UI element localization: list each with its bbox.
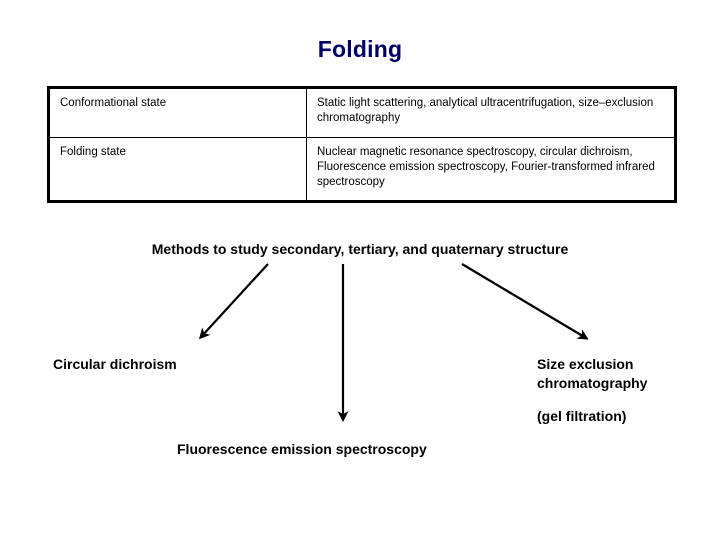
table-cell-methods: Static light scattering, analytical ultr… xyxy=(306,87,676,138)
table-cell-methods: Nuclear magnetic resonance spectroscopy,… xyxy=(306,137,676,202)
label-circular-dichroism: Circular dichroism xyxy=(53,356,177,372)
arrow-to-circular-dichroism-icon xyxy=(198,263,269,340)
arrow-to-size-exclusion-icon xyxy=(461,263,589,340)
label-size-exclusion: Size exclusion chromatography xyxy=(537,355,717,393)
page-title: Folding xyxy=(317,36,403,62)
table-cell-state: Conformational state xyxy=(48,87,307,138)
label-size-exclusion-line2: chromatography xyxy=(537,374,648,391)
label-fluorescence-emission-spectroscopy: Fluorescence emission spectroscopy xyxy=(177,441,427,457)
table-cell-state: Folding state xyxy=(48,137,307,202)
label-size-exclusion-line1: Size exclusion xyxy=(537,356,634,372)
table-row: Conformational state Static light scatte… xyxy=(48,87,676,138)
table-row: Folding state Nuclear magnetic resonance… xyxy=(48,137,676,202)
methods-table: Conformational state Static light scatte… xyxy=(47,86,677,203)
label-gel-filtration: (gel filtration) xyxy=(537,408,627,424)
diagram-caption: Methods to study secondary, tertiary, an… xyxy=(151,241,569,257)
